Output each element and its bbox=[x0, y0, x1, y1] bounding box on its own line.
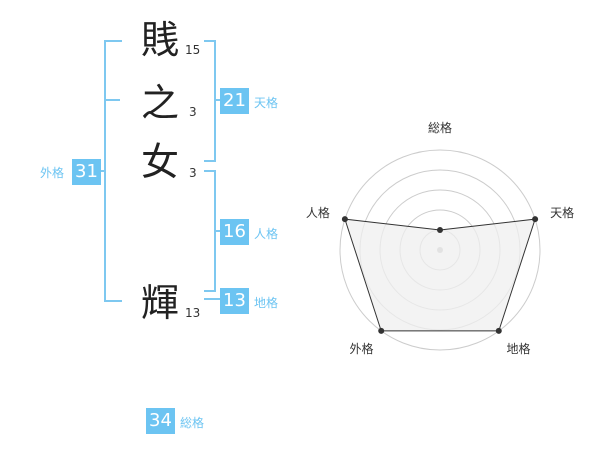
soukaku-label: 総格 bbox=[180, 416, 205, 430]
gaikaku-label: 外格 bbox=[40, 166, 65, 180]
radar-grid-ring-5 bbox=[339, 149, 541, 351]
stroke-count-2: 3 bbox=[189, 105, 197, 119]
radar-axis-label-2: 天格 bbox=[550, 205, 574, 220]
tenkaku-label: 天格 bbox=[254, 96, 279, 110]
radar-axis-label-4: 外格 bbox=[349, 341, 373, 356]
jinkaku-tick bbox=[214, 230, 222, 232]
chikaku-tick bbox=[204, 298, 222, 300]
radar-point-4 bbox=[378, 327, 385, 334]
radar-axis-label-3: 地格 bbox=[507, 341, 531, 356]
tenkaku-bracket bbox=[204, 40, 216, 162]
gaikaku-mid-tick bbox=[106, 99, 120, 101]
radar-point-2 bbox=[532, 216, 539, 223]
gaikaku-badge: 31 bbox=[72, 159, 101, 185]
radar-axis-label-5: 人格 bbox=[306, 205, 330, 220]
radar-point-3 bbox=[495, 327, 502, 334]
radar-series-polygon bbox=[344, 218, 536, 332]
tenkaku-badge: 21 bbox=[220, 88, 249, 114]
chikaku-label: 地格 bbox=[254, 296, 279, 310]
gaikaku-bracket bbox=[104, 40, 122, 302]
stroke-count-3: 3 bbox=[189, 166, 197, 180]
radar-point-1 bbox=[437, 227, 443, 233]
tenkaku-tick bbox=[214, 99, 222, 101]
chikaku-badge: 13 bbox=[220, 288, 249, 314]
name-char-2: 之 bbox=[141, 81, 180, 125]
name-char-1: 賎 bbox=[141, 18, 180, 62]
jinkaku-badge: 16 bbox=[220, 219, 249, 245]
stroke-count-4: 13 bbox=[185, 306, 201, 320]
name-char-4: 輝 bbox=[141, 281, 180, 325]
radar-axis-label-1: 総格 bbox=[428, 120, 452, 135]
jinkaku-label: 人格 bbox=[254, 227, 279, 241]
stroke-count-1: 15 bbox=[185, 43, 201, 57]
radar-point-5 bbox=[341, 216, 348, 223]
name-char-3: 女 bbox=[141, 140, 180, 184]
gaikaku-tick bbox=[100, 170, 106, 172]
soukaku-badge: 34 bbox=[146, 408, 175, 434]
